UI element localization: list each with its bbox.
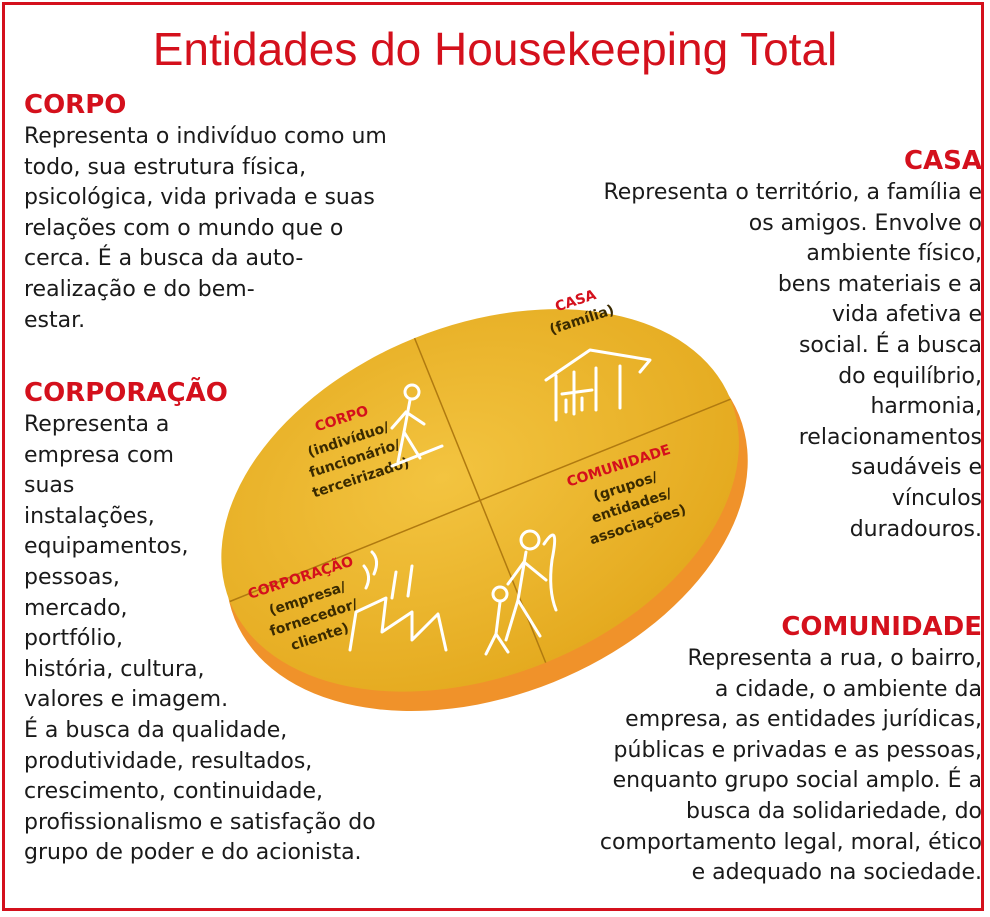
walking-person-icon (390, 383, 444, 468)
corporacao-heading: CORPORAÇÃO (24, 378, 228, 408)
page-title: Entidades do Housekeeping Total (152, 23, 838, 75)
casa-text: Representa o território, a família e os … (603, 180, 982, 542)
corpo-heading: CORPO (24, 90, 127, 120)
comunidade-heading: COMUNIDADE (781, 612, 982, 642)
casa-heading: CASA (903, 146, 982, 176)
factory-icon (348, 550, 448, 652)
corporacao-text: Representa a empresa com suas instalaçõe… (24, 412, 376, 866)
house-icon (544, 348, 652, 422)
corpo-text: Representa o indivíduo como um todo, sua… (24, 124, 387, 333)
people-group-icon (484, 529, 558, 656)
comunidade-text: Representa a rua, o bairro, a cidade, o … (599, 646, 982, 886)
disc-divider-horizontal (229, 398, 731, 603)
